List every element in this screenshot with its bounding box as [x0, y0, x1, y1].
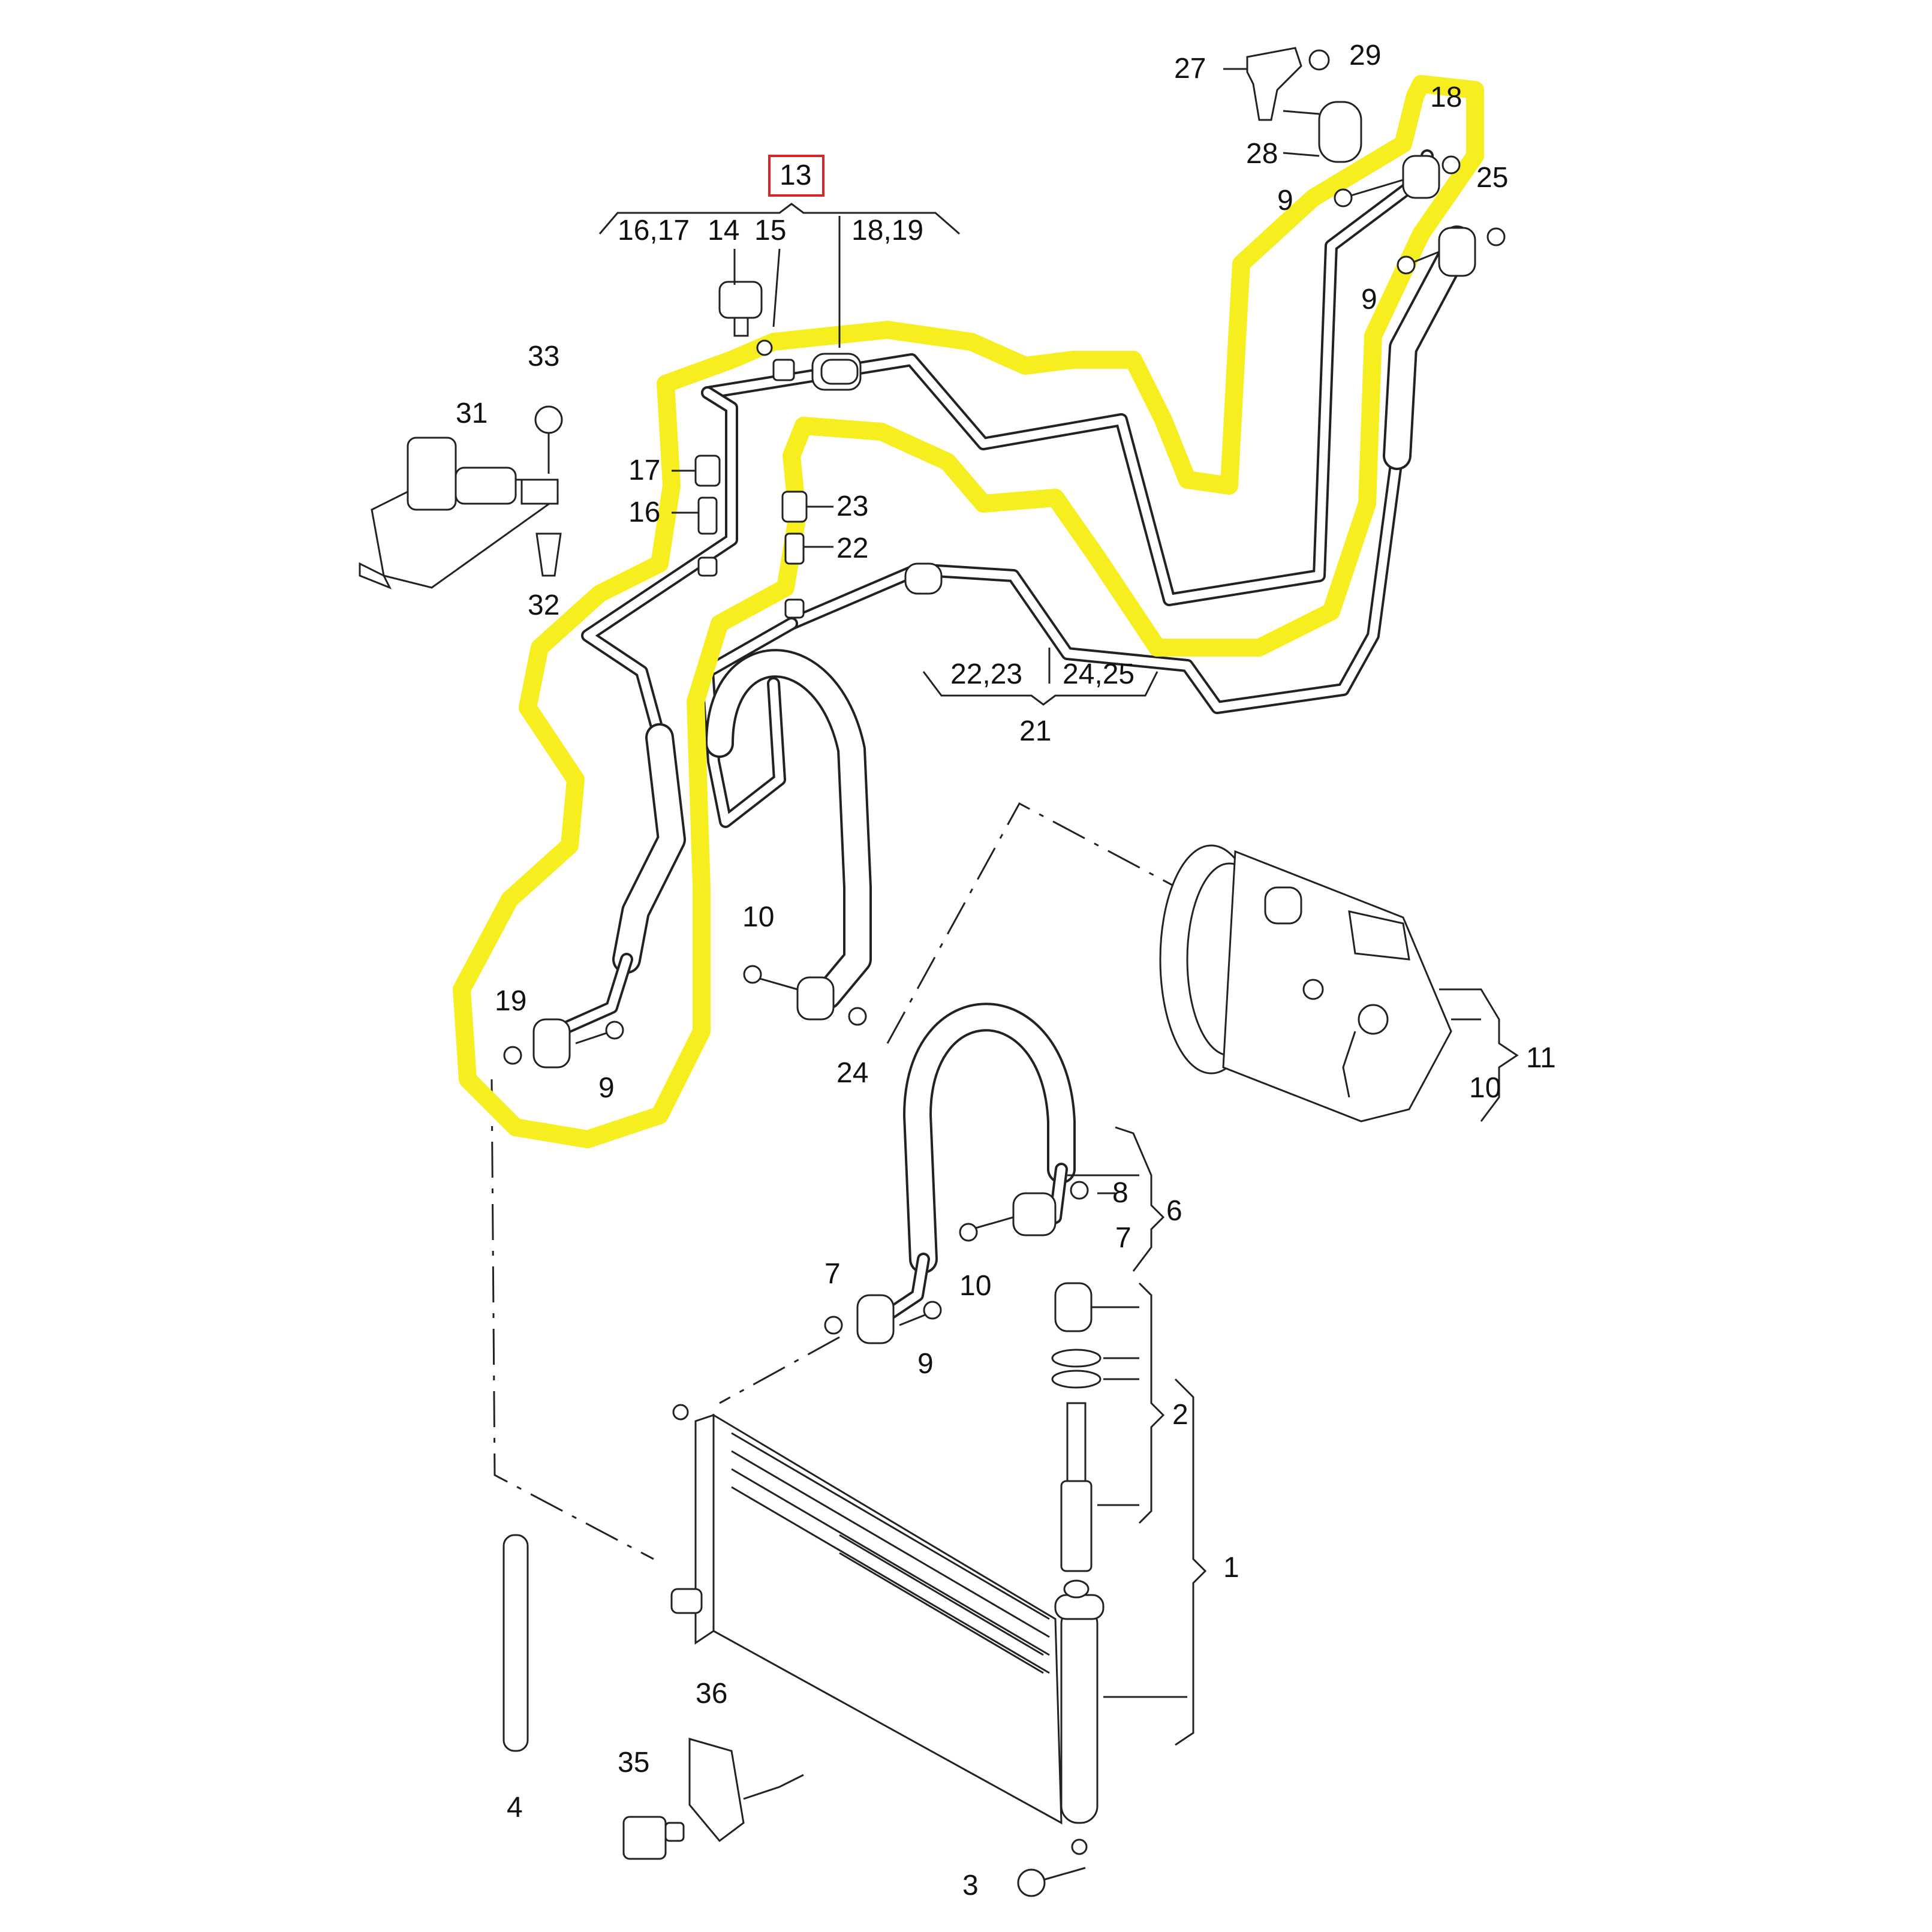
compressor: [1159, 844, 1452, 1123]
label-3: 3: [962, 1870, 979, 1901]
label-2425: 24,25: [1063, 658, 1134, 690]
condenser: [670, 1282, 1105, 1855]
label-7-right: 7: [1115, 1222, 1131, 1254]
refrigerant-pipes: [551, 149, 1471, 1326]
label-18: 18: [1430, 82, 1462, 113]
label-25: 25: [1476, 162, 1508, 194]
label-32: 32: [528, 589, 559, 621]
label-31: 31: [456, 398, 487, 429]
label-14: 14: [708, 215, 739, 246]
label-27: 27: [1174, 53, 1206, 85]
part-labels: 13 27 29 28 18 25 9 9 16,17 14 15 18,19 …: [456, 40, 1556, 1901]
label-35: 35: [618, 1747, 649, 1778]
label-9-right: 9: [1361, 284, 1377, 315]
label-24: 24: [836, 1057, 868, 1089]
label-2223: 22,23: [950, 658, 1022, 690]
label-10-right: 10: [1469, 1072, 1501, 1104]
label-4: 4: [507, 1792, 523, 1823]
label-21: 21: [1019, 715, 1051, 747]
label-1617: 16,17: [618, 215, 690, 246]
label-10-low: 10: [959, 1270, 991, 1302]
bracket-31: [359, 437, 559, 589]
label-1: 1: [1223, 1552, 1239, 1584]
label-8: 8: [1112, 1177, 1128, 1209]
label-2: 2: [1172, 1399, 1188, 1431]
label-23: 23: [836, 490, 868, 522]
small-parts: [502, 47, 1506, 1897]
label-13: 13: [780, 160, 811, 191]
label-10-mid: 10: [742, 901, 774, 933]
label-17: 17: [628, 455, 660, 486]
label-7-low: 7: [824, 1258, 841, 1290]
label-9-left: 9: [598, 1072, 615, 1104]
highlighted-line-13-outline: [453, 75, 1484, 1148]
label-9-top: 9: [1277, 185, 1293, 216]
label-33: 33: [528, 341, 559, 372]
label-15: 15: [754, 215, 786, 246]
item-13-box: [768, 155, 824, 197]
label-11: 11: [1526, 1042, 1556, 1074]
label-16: 16: [628, 496, 660, 528]
label-36: 36: [696, 1678, 727, 1710]
label-28: 28: [1246, 138, 1278, 170]
label-6: 6: [1166, 1195, 1182, 1227]
callout-lines: [598, 68, 1519, 1746]
label-29: 29: [1349, 40, 1381, 71]
label-1819: 18,19: [851, 215, 923, 246]
label-22: 22: [836, 532, 868, 564]
label-19: 19: [495, 985, 526, 1017]
label-9-low: 9: [917, 1348, 934, 1380]
